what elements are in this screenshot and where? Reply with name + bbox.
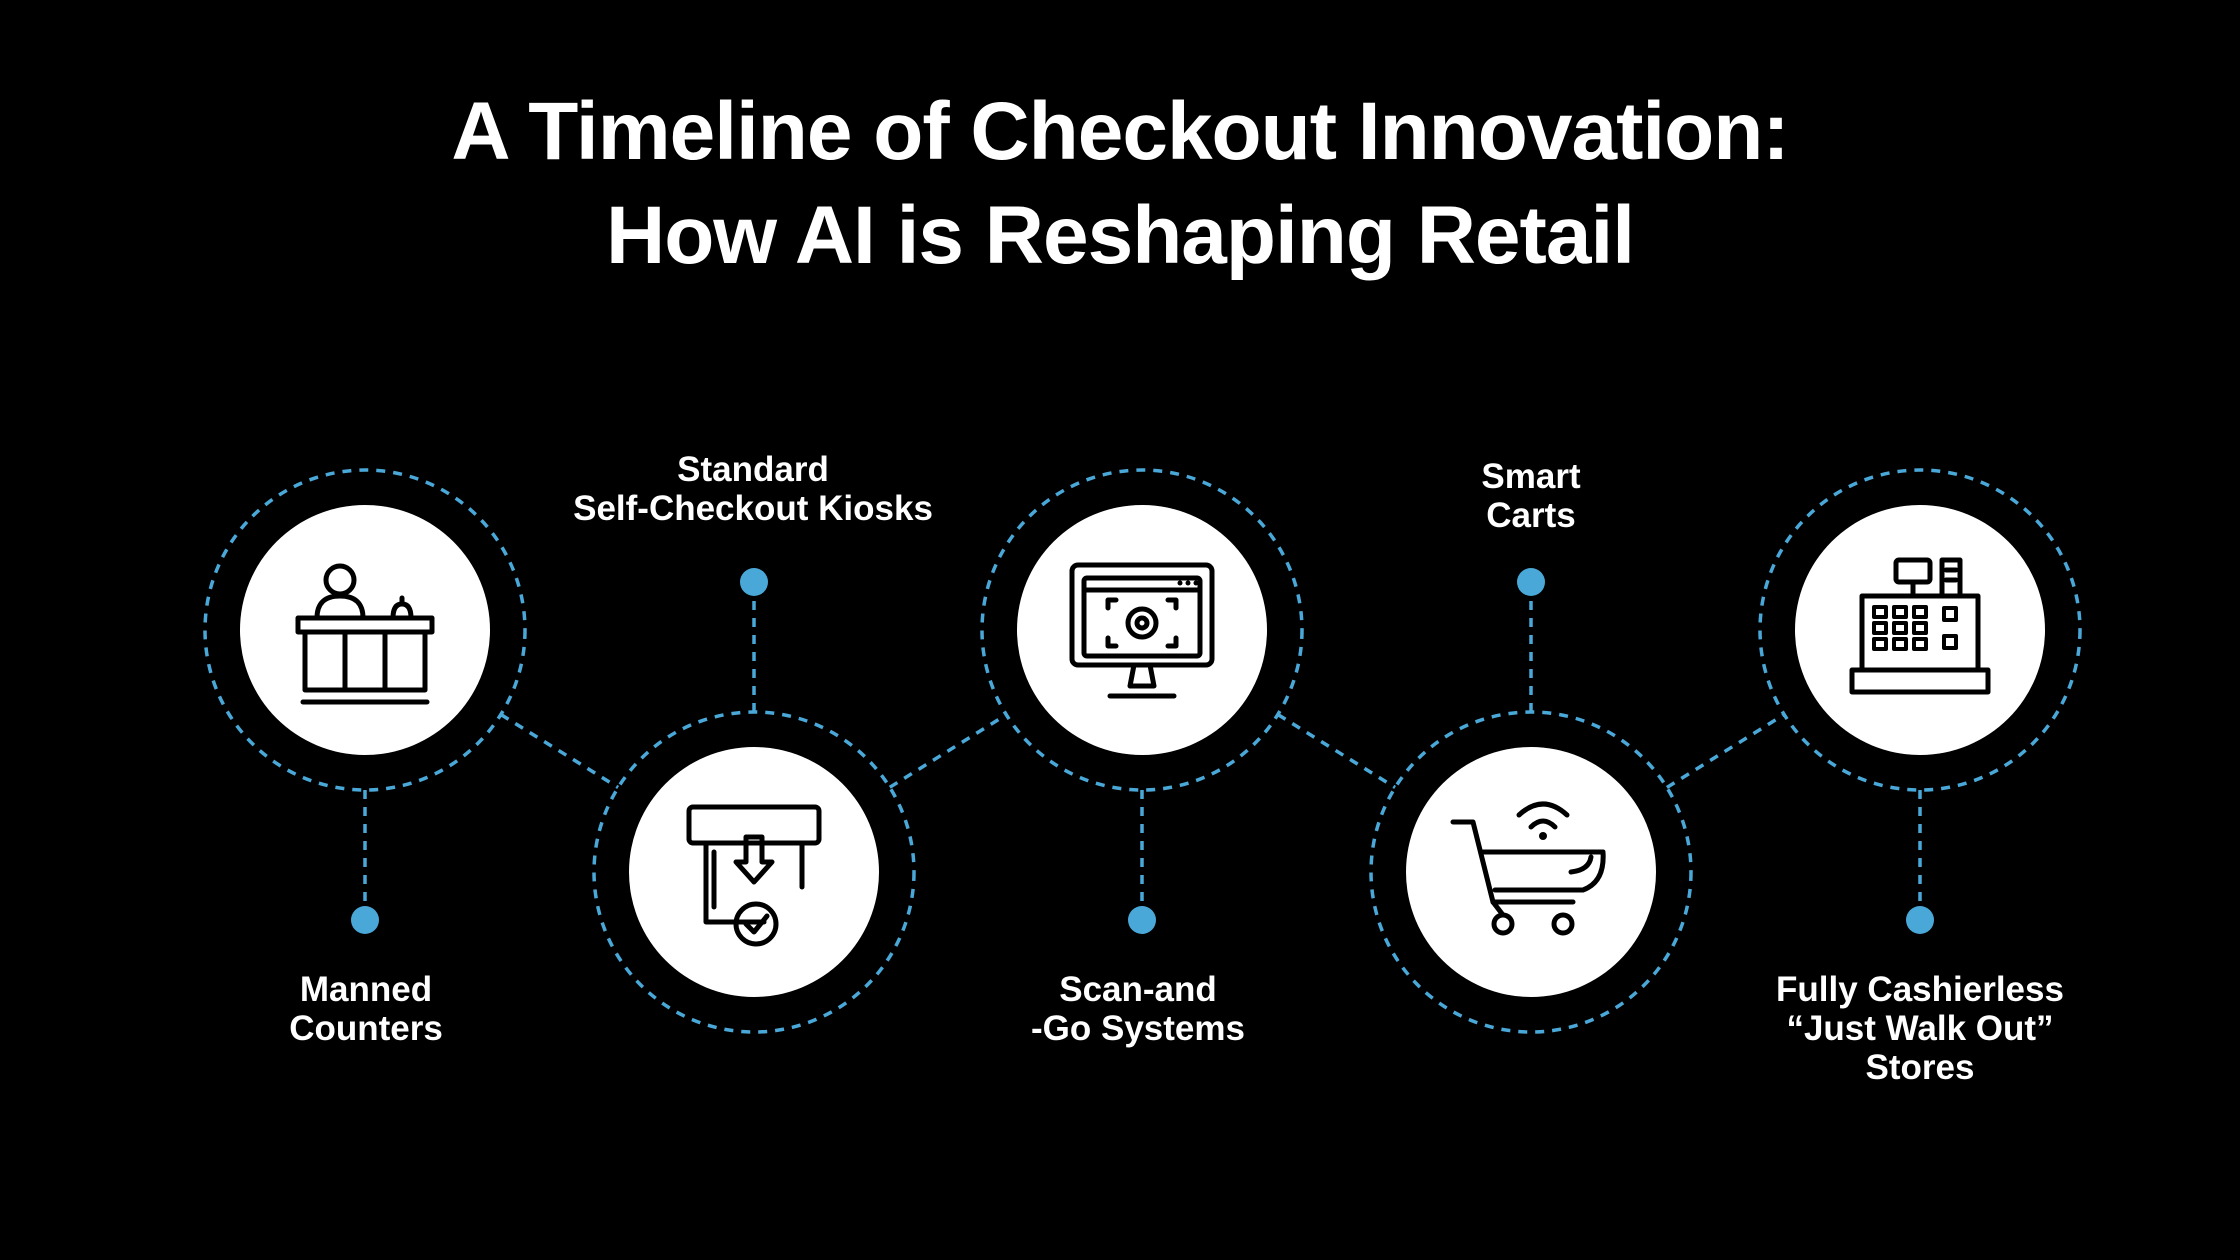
- milestone-dot: [1517, 568, 1545, 596]
- timeline-nodes: [203, 468, 2082, 1034]
- timeline-node: [592, 710, 916, 1034]
- cashier-counter-icon: [295, 563, 435, 705]
- connector-line: [1665, 713, 1786, 789]
- stage-label-self-checkout-kiosks: Standard Self-Checkout Kiosks: [573, 450, 933, 528]
- smart-cart-icon: [1450, 801, 1606, 936]
- node-disc: [629, 747, 879, 997]
- timeline-stems: [351, 568, 1934, 934]
- milestone-dot: [1906, 906, 1934, 934]
- connector-line: [1276, 713, 1397, 789]
- scan-monitor-icon: [1069, 562, 1215, 699]
- timeline-connectors: [499, 713, 1786, 789]
- milestone-dot: [351, 906, 379, 934]
- connector-line: [499, 713, 620, 789]
- milestone-dot: [740, 568, 768, 596]
- page-title: A Timeline of Checkout Innovation: How A…: [0, 80, 2240, 288]
- title-line-1: A Timeline of Checkout Innovation:: [451, 86, 1789, 177]
- timeline-node: [1369, 710, 1693, 1034]
- connector-line: [888, 713, 1008, 789]
- timeline-node: [1758, 468, 2082, 792]
- stage-label-manned-counters: Manned Counters: [289, 970, 443, 1048]
- timeline-node: [203, 468, 527, 792]
- cash-register-icon: [1849, 557, 1991, 695]
- milestone-dot: [1128, 906, 1156, 934]
- stage-label-smart-carts: Smart Carts: [1481, 457, 1581, 535]
- timeline-node: [980, 468, 1304, 792]
- stage-label-scan-and-go: Scan-and -Go Systems: [1031, 970, 1245, 1048]
- self-checkout-kiosk-icon: [686, 804, 822, 947]
- node-disc: [1795, 505, 2045, 755]
- node-disc: [1406, 747, 1656, 997]
- title-line-2: How AI is Reshaping Retail: [605, 190, 1635, 281]
- stage-label-just-walk-out: Fully Cashierless “Just Walk Out” Stores: [1776, 970, 2064, 1087]
